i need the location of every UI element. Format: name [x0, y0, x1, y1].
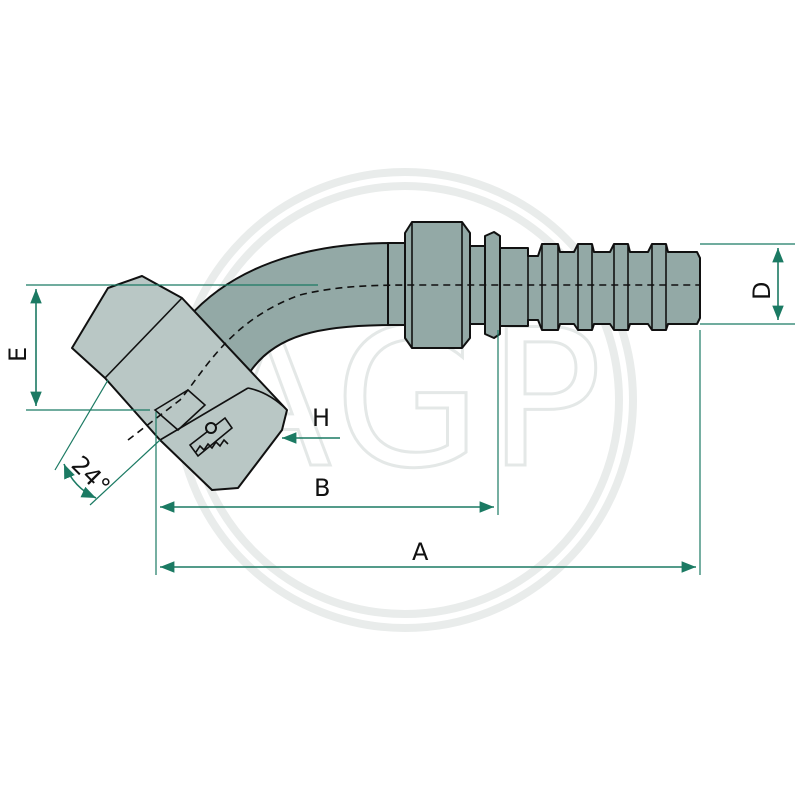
nut-oring: [205, 422, 217, 434]
hose-tail: [499, 243, 701, 331]
fitting-body: [187, 221, 701, 373]
hex-nut: [71, 275, 288, 491]
label-a: A: [412, 538, 429, 566]
nut-body: [71, 275, 288, 491]
label-e: E: [4, 347, 32, 362]
dim-angle-arc: [63, 463, 97, 499]
label-h: H: [312, 404, 330, 432]
dimension-lines: [26, 243, 795, 575]
centerline: [127, 284, 700, 441]
nut-chamfer: [153, 389, 207, 432]
label-d: D: [748, 282, 776, 300]
label-b: B: [314, 474, 330, 502]
label-angle: 24°: [66, 450, 116, 500]
